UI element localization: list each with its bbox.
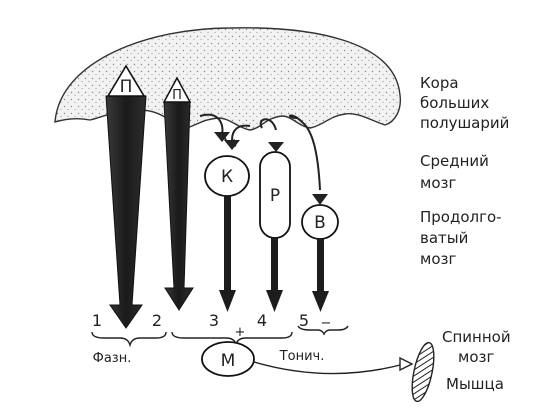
pathway-4-arrow — [266, 238, 283, 312]
pathway-number-5: 5 — [299, 311, 309, 330]
arrowhead-k-right — [224, 140, 240, 150]
node-m-label: М — [221, 351, 236, 371]
brace-phasic — [91, 331, 167, 348]
arrowhead-k-left — [214, 132, 230, 142]
node-v-label: В — [314, 213, 326, 233]
pathway-number-1: 1 — [92, 311, 102, 330]
muscle-shape — [411, 341, 435, 403]
minus-sign: − — [321, 316, 332, 331]
node-m — [201, 341, 255, 377]
node-p2-label: П — [172, 88, 182, 103]
arrowhead-v — [312, 194, 328, 205]
label-midbrain: Средний мозг — [420, 152, 494, 192]
tonic-label: Тонич. — [279, 349, 325, 364]
brace-minus — [297, 325, 349, 336]
pathway-3-arrow — [219, 196, 236, 312]
label-medulla: Продолго- ватый мозг — [420, 208, 506, 268]
label-cortex: Кора больших полушарий — [420, 74, 509, 132]
neuromuscular-junction — [399, 356, 414, 372]
pathway-1-arrow — [105, 64, 147, 329]
node-r-label: Р — [270, 186, 280, 206]
pathway-2-arrow — [162, 76, 194, 311]
label-muscle: Мышца — [446, 375, 504, 393]
pathway-5-arrow — [312, 239, 329, 312]
motor-axon — [253, 361, 405, 375]
plus-sign: + — [235, 325, 246, 340]
arrowhead-r — [268, 142, 284, 152]
node-p1-label: П — [120, 77, 133, 97]
pathway-number-2: 2 — [152, 311, 162, 330]
node-k-label: К — [221, 167, 233, 187]
phasic-label: Фазн. — [93, 351, 132, 366]
pathway-number-3: 3 — [209, 311, 219, 330]
label-spinal-cord: Спинной мозг — [442, 328, 515, 366]
pathway-number-4: 4 — [257, 311, 267, 330]
